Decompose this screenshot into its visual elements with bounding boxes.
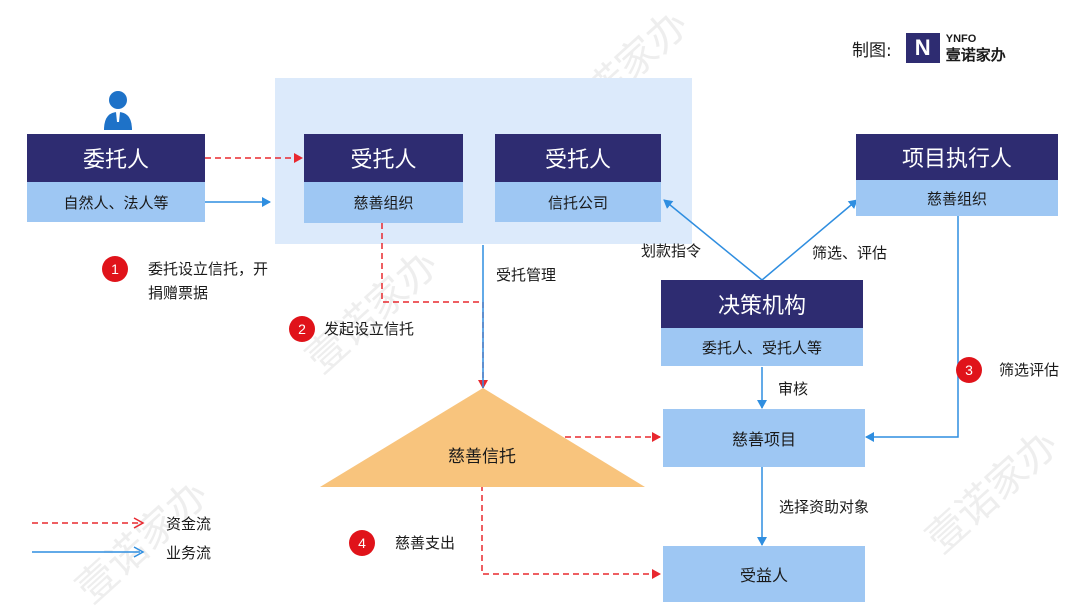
charity-project-node: 慈善项目 — [663, 409, 865, 467]
settlor-subtitle: 自然人、法人等 — [27, 182, 205, 222]
business-flow-decision-to-company — [663, 199, 763, 281]
person-icon — [104, 91, 132, 130]
logo-mark-icon: N — [905, 33, 940, 63]
fund-flow-trustee-to-trust — [381, 223, 488, 389]
executor-node: 项目执行人 慈善组织 — [856, 134, 1058, 216]
step-badge-3: 3 — [956, 357, 982, 383]
trustee-company-node: 受托人 信托公司 — [495, 134, 661, 222]
trustee-charity-subtitle: 慈善组织 — [304, 182, 463, 223]
step-2-text: 发起设立信托 — [324, 320, 415, 338]
edge-label-transfer-order: 划款指令 — [641, 242, 702, 260]
step-badge-1: 1 — [102, 256, 128, 282]
settlor-node: 委托人 自然人、法人等 — [27, 134, 205, 222]
credit-label: 制图: — [852, 40, 892, 61]
trustee-charity-title: 受托人 — [304, 134, 463, 182]
executor-title: 项目执行人 — [856, 134, 1058, 180]
trustee-charity-node: 受托人 慈善组织 — [304, 134, 463, 223]
step-badge-4: 4 — [349, 530, 375, 556]
chart-credit: 制图: N YNFO 壹诺家办 — [852, 32, 1006, 64]
business-flow-executor-to-project — [865, 216, 959, 442]
decision-body-node: 决策机构 委托人、受托人等 — [661, 280, 863, 366]
business-flow-decision-to-executor — [761, 199, 858, 281]
logo-english: YNFO — [945, 33, 977, 45]
edge-label-select-target: 选择资助对象 — [779, 498, 870, 516]
decision-body-subtitle: 委托人、受托人等 — [661, 328, 863, 366]
step-badge-2: 2 — [289, 316, 315, 342]
step-1-text-line1: 委托设立信托，开 — [148, 260, 269, 278]
edge-label-review: 审核 — [778, 380, 809, 398]
legend-swatches — [32, 517, 145, 558]
step-3-text: 筛选评估 — [999, 361, 1060, 379]
business-flow-arrows — [205, 197, 959, 546]
edge-label-trust-management: 受托管理 — [496, 266, 557, 284]
trustee-company-title: 受托人 — [495, 134, 661, 182]
logo-text: YNFO 壹诺家办 — [946, 32, 1006, 64]
beneficiary-node: 受益人 — [663, 546, 865, 602]
legend-business-flow-label: 业务流 — [166, 544, 212, 562]
edge-label-screen-evaluate: 筛选、评估 — [812, 244, 888, 262]
charity-trust-label: 慈善信托 — [448, 447, 516, 467]
step-4-text: 慈善支出 — [395, 534, 456, 552]
fund-flow-trust-to-beneficiary — [481, 485, 661, 579]
legend-fund-flow-label: 资金流 — [166, 515, 212, 533]
logo-chinese: 壹诺家办 — [945, 46, 1006, 64]
step-1-text-line2: 捐赠票据 — [148, 284, 209, 302]
charity-trust-triangle — [320, 388, 645, 487]
trustee-company-subtitle: 信托公司 — [495, 182, 661, 222]
decision-body-title: 决策机构 — [661, 280, 863, 328]
executor-subtitle: 慈善组织 — [856, 180, 1058, 216]
settlor-title: 委托人 — [27, 134, 205, 182]
